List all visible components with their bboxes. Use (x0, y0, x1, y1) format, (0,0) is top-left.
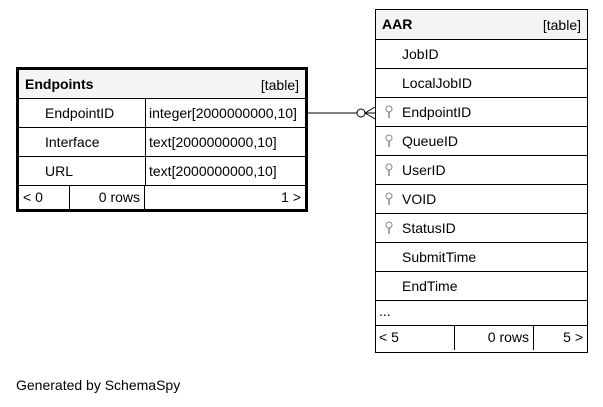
footer-row-count: 0 rows (69, 186, 145, 210)
endpoints-table-header: Endpoints [table] (19, 70, 305, 99)
footer-parents[interactable]: < 0 (23, 189, 43, 205)
foreign-key-icon (385, 221, 393, 234)
ellipsis-row: ... (376, 301, 587, 326)
column-name: SubmitTime (402, 249, 477, 265)
column-row[interactable]: SubmitTime (376, 243, 587, 272)
column-type: text[2000000000,10] (145, 157, 305, 185)
column-name: Interface (45, 134, 100, 150)
aar-table-name: AAR (382, 16, 413, 32)
zero-optional-marker (356, 108, 366, 118)
crowfoot-lower (364, 112, 376, 120)
column-row[interactable]: LocalJobID (376, 69, 587, 98)
column-name: EndpointID (402, 104, 472, 120)
foreign-key-icon (385, 163, 393, 176)
footer-row-count: 0 rows (454, 326, 534, 350)
crowfoot-upper (364, 106, 376, 114)
column-name: QueueID (402, 133, 459, 149)
footer-children[interactable]: 5 > (563, 329, 583, 345)
column-row[interactable]: EndpointID integer[2000000000,10] (19, 99, 305, 128)
column-row[interactable]: EndpointID (376, 98, 587, 127)
footer-children[interactable]: 1 > (281, 189, 301, 205)
column-name: URL (45, 163, 74, 179)
column-type: integer[2000000000,10] (145, 99, 305, 127)
foreign-key-icon (385, 105, 393, 118)
foreign-key-icon (385, 134, 393, 147)
column-row[interactable]: URL text[2000000000,10] (19, 157, 305, 186)
column-row[interactable]: StatusID (376, 214, 587, 243)
column-type: text[2000000000,10] (145, 128, 305, 156)
endpoints-table-name: Endpoints (25, 76, 94, 92)
column-name: LocalJobID (402, 75, 473, 91)
column-name: StatusID (402, 220, 456, 236)
endpoints-table-footer: < 0 0 rows 1 > (19, 186, 305, 210)
foreign-key-icon (385, 192, 393, 205)
column-row[interactable]: Interface text[2000000000,10] (19, 128, 305, 157)
more-columns-ellipsis: ... (379, 303, 391, 319)
endpoints-table-kind: [table] (260, 77, 299, 93)
column-name: UserID (402, 162, 446, 178)
footer-parents[interactable]: < 5 (379, 329, 399, 345)
column-name: VOID (402, 191, 437, 207)
aar-table-footer: < 5 0 rows 5 > (376, 326, 587, 350)
column-row[interactable]: UserID (376, 156, 587, 185)
column-row[interactable]: EndTime (376, 272, 587, 301)
column-row[interactable]: JobID (376, 40, 587, 69)
aar-table-header: AAR [table] (376, 10, 587, 40)
column-name: JobID (402, 46, 439, 62)
generated-by-caption: Generated by SchemaSpy (16, 377, 181, 393)
aar-table[interactable]: AAR [table] JobID LocalJobID EndpointID Que… (375, 9, 588, 353)
column-row[interactable]: QueueID (376, 127, 587, 156)
endpoints-table[interactable]: Endpoints [table] EndpointID integer[200… (16, 67, 308, 212)
column-row[interactable]: VOID (376, 185, 587, 214)
aar-table-kind: [table] (542, 17, 581, 33)
column-name: EndTime (402, 278, 458, 294)
column-name: EndpointID (45, 105, 115, 121)
